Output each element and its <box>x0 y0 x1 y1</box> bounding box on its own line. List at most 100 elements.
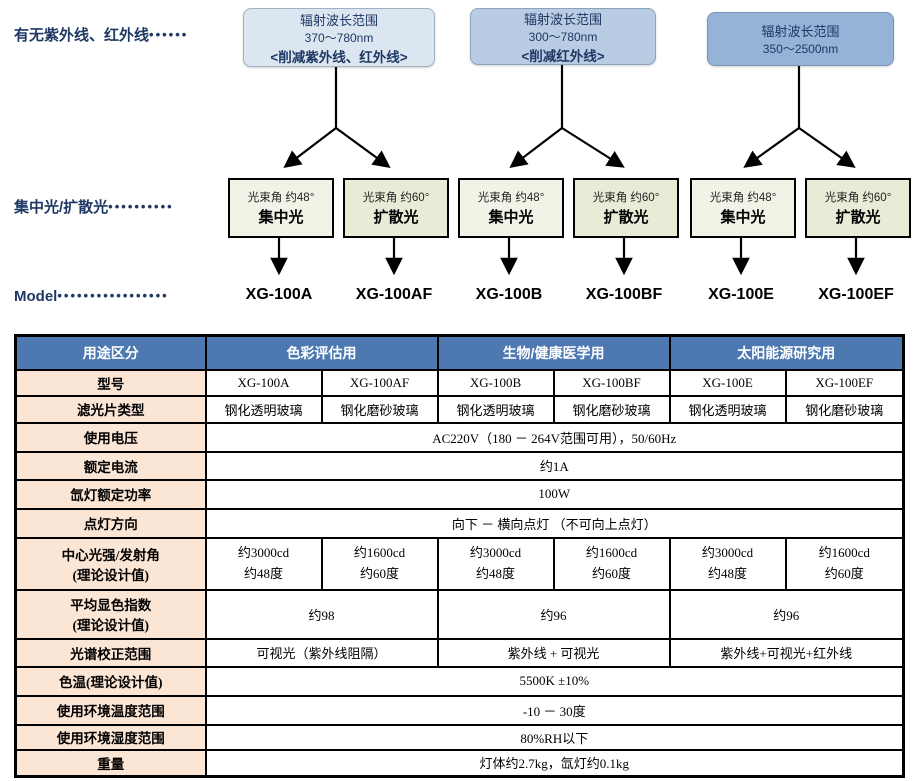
beam-mode: 扩散光 <box>835 209 881 226</box>
cell-cri: 约96 <box>436 588 671 640</box>
branch-arrow-group <box>270 63 865 276</box>
cell-cri: 约98 <box>204 588 439 640</box>
beam-mode: 集中光 <box>720 209 766 226</box>
model-name: XG-100A <box>245 286 313 303</box>
beam-box-diffused: 光束角 约60° 扩散光 <box>343 178 449 238</box>
table-row-humidity: 使用环境湿度范围 80%RH以下 <box>14 723 905 751</box>
header-group-color: 色彩评估用 <box>204 334 439 371</box>
cell-ambient-temp: -10 － 30度 <box>204 694 905 726</box>
table-row-current: 额定电流 约1A <box>14 450 905 481</box>
row-label: 使用环境湿度范围 <box>14 723 207 751</box>
wavelength-box-ir-cut: 辐射波长范围 300～780nm <削减红外线> <box>470 8 656 65</box>
cell-spectrum: 紫外线+可视光+红外线 <box>668 637 905 668</box>
beam-mode: 扩散光 <box>603 209 649 226</box>
row-label: 重量 <box>14 748 207 778</box>
beam-angle: 光束角 约60° <box>362 192 430 204</box>
intensity-cd: 约1600cd <box>585 545 638 561</box>
intensity-cd: 约3000cd <box>237 545 290 561</box>
wavelength-note: <削减红外线> <box>521 48 605 64</box>
row-label: 点灯方向 <box>14 507 207 539</box>
cell-model: XG-100A <box>204 368 323 397</box>
row-label-uv-ir-text: 有无紫外线、红外线 <box>14 27 150 44</box>
beam-mode: 扩散光 <box>373 209 419 226</box>
beam-angle: 光束角 约48° <box>477 192 545 204</box>
model-name: XG-100B <box>475 286 543 303</box>
table-row-cri: 平均显色指数 (理论设计值) 约98 约96 约96 <box>14 588 905 640</box>
row-label: 型号 <box>14 368 207 397</box>
header-group-solar: 太阳能源研究用 <box>668 334 905 371</box>
cell-filter: 钢化透明玻璃 <box>204 394 323 424</box>
model-name: XG-100EF <box>818 286 894 303</box>
beam-angle: 光束角 约60° <box>592 192 660 204</box>
header-group-bio: 生物/健康医学用 <box>436 334 671 371</box>
row-label: 使用电压 <box>14 421 207 453</box>
beam-angle: 光束角 约48° <box>247 192 315 204</box>
row-label-uv-ir: 有无紫外线、红外线•••••• <box>14 24 188 45</box>
wavelength-box-uv-ir-cut: 辐射波长范围 370～780nm <削减紫外线、红外线> <box>243 8 435 67</box>
intensity-deg: 约48度 <box>708 565 748 581</box>
intensity-cd: 约1600cd <box>818 545 870 561</box>
cell-filter: 钢化磨砂玻璃 <box>552 394 671 424</box>
cell-model: XG-100E <box>668 368 787 397</box>
row-label: 中心光强/发射角 (理论设计值) <box>14 536 207 591</box>
leader-dots: ••••••••••••••••• <box>57 288 169 303</box>
intensity-deg: 约60度 <box>824 565 864 581</box>
beam-box-concentrated: 光束角 约48° 集中光 <box>228 178 334 238</box>
intensity-deg: 约48度 <box>475 565 515 581</box>
row-label-beam: 集中光/扩散光•••••••••• <box>14 196 174 217</box>
beam-box-concentrated: 光束角 约48° 集中光 <box>690 178 796 238</box>
table-row-weight: 重量 灯体约2.7kg，氙灯约0.1kg <box>14 748 905 778</box>
row-label-line2: (理论设计值) <box>72 618 150 633</box>
wavelength-range: 370～780nm <box>304 30 374 45</box>
cell-filter: 钢化透明玻璃 <box>436 394 555 424</box>
intensity-deg: 约48度 <box>243 565 283 581</box>
table-header-row: 用途区分 色彩评估用 生物/健康医学用 太阳能源研究用 <box>14 334 905 371</box>
intensity-deg: 约60度 <box>359 565 399 581</box>
row-label: 滤光片类型 <box>14 394 207 424</box>
intensity-cd: 约3000cd <box>469 545 522 561</box>
beam-box-diffused: 光束角 约60° 扩散光 <box>573 178 679 238</box>
table-row-spectrum: 光谱校正范围 可视光（紫外线阻隔） 紫外线 + 可视光 紫外线+可视光+红外线 <box>14 637 905 668</box>
row-label-model-text: Model <box>14 288 58 305</box>
row-label: 平均显色指数 (理论设计值) <box>14 588 207 640</box>
table-row-intensity: 中心光强/发射角 (理论设计值) 约3000cd 约48度 约1600cd 约6… <box>14 536 905 591</box>
cell-current: 约1A <box>204 450 905 481</box>
wavelength-title: 辐射波长范围 <box>761 24 840 39</box>
intensity-cd: 约3000cd <box>701 545 754 561</box>
row-label-line1: 中心光强/发射角 <box>61 547 160 563</box>
cell-intensity: 约1600cd 约60度 <box>552 536 671 591</box>
table-row-color-temp: 色温(理论设计值) 5500K ±10% <box>14 665 905 697</box>
cell-intensity: 约1600cd 约60度 <box>784 536 905 591</box>
cell-intensity: 约3000cd 约48度 <box>204 536 323 591</box>
model-name: XG-100E <box>708 286 774 303</box>
wavelength-range: 350～2500nm <box>762 42 839 56</box>
flow-arrows <box>270 63 865 276</box>
wavelength-note: <削减紫外线、红外线> <box>270 49 408 65</box>
cell-model: XG-100B <box>436 368 555 397</box>
beam-angle: 光束角 约48° <box>709 192 777 204</box>
cell-color-temp: 5500K ±10% <box>204 665 905 697</box>
table-row-filter: 滤光片类型 钢化透明玻璃 钢化磨砂玻璃 钢化透明玻璃 钢化磨砂玻璃 钢化透明玻璃… <box>14 394 905 424</box>
cell-direction: 向下 － 横向点灯 （不可向上点灯） <box>204 507 905 539</box>
cell-model: XG-100EF <box>784 368 905 397</box>
cell-model: XG-100AF <box>320 368 439 397</box>
row-label-model: Model••••••••••••••••• <box>14 288 169 305</box>
wavelength-box-full-range: 辐射波长范围 350～2500nm <box>707 12 894 66</box>
header-usage: 用途区分 <box>14 334 207 371</box>
row-label: 额定电流 <box>14 450 207 481</box>
row-label: 使用环境温度范围 <box>14 694 207 726</box>
beam-box-concentrated: 光束角 约48° 集中光 <box>458 178 564 238</box>
model-name: XG-100BF <box>585 286 663 303</box>
cell-filter: 钢化透明玻璃 <box>668 394 787 424</box>
table-row-direction: 点灯方向 向下 － 横向点灯 （不可向上点灯） <box>14 507 905 539</box>
cell-intensity: 约1600cd 约60度 <box>320 536 439 591</box>
cell-intensity: 约3000cd 约48度 <box>436 536 555 591</box>
table-row-model: 型号 XG-100A XG-100AF XG-100B XG-100BF XG-… <box>14 368 905 397</box>
row-label-line1: 平均显色指数 <box>70 598 152 613</box>
row-label-beam-text: 集中光/扩散光 <box>14 199 109 216</box>
beam-mode: 集中光 <box>488 209 534 226</box>
beam-angle: 光束角 约60° <box>824 192 892 204</box>
leader-dots: •••••••••• <box>108 199 174 214</box>
row-label: 色温(理论设计值) <box>14 665 207 697</box>
